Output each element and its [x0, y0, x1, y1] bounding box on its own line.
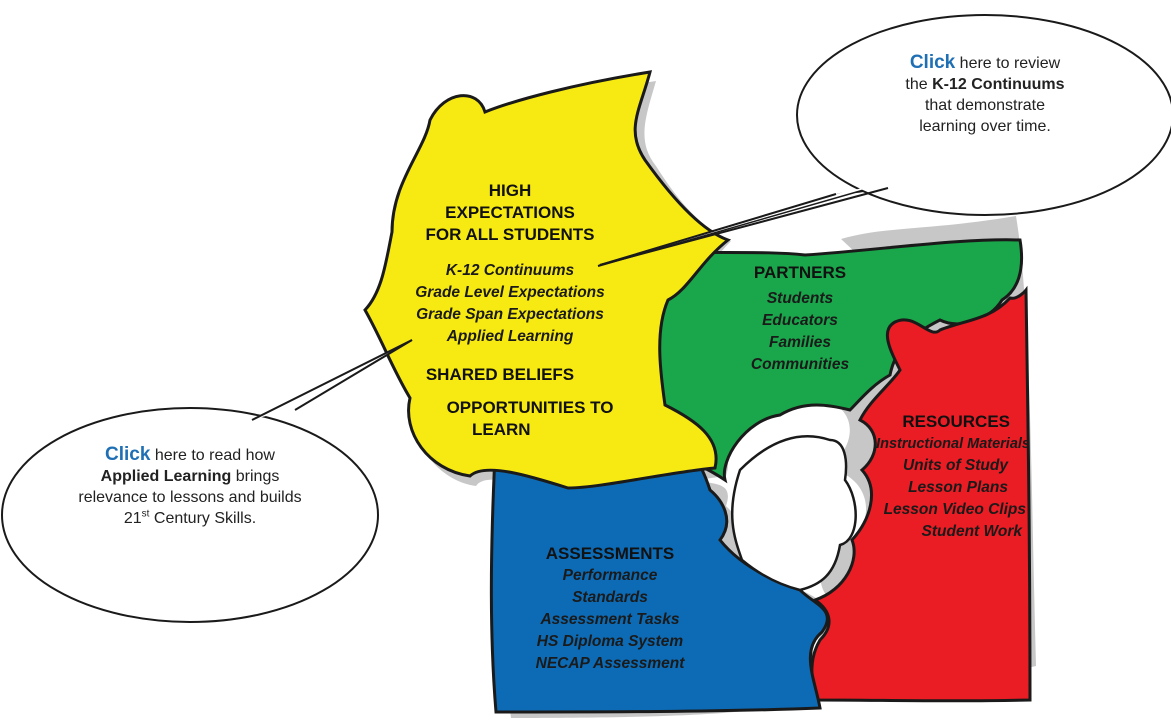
white-gap-knob [730, 435, 857, 592]
callout-top-text[interactable]: Click here to review the K-12 Continuums… [905, 52, 1065, 135]
opportunities-label: OPPORTUNITIES TO LEARN [446, 398, 614, 439]
yellow-piece-heading: HIGH EXPECTATIONS FOR ALL STUDENTS [425, 181, 595, 244]
green-piece-text: PARTNERS Students Educators Families Com… [720, 262, 880, 376]
blue-piece-text: ASSESSMENTS Performance Standards Assess… [515, 543, 705, 675]
yellow-piece-items: K-12 Continuums Grade Level Expectations… [380, 260, 640, 348]
yellow-puzzle-piece [363, 70, 732, 490]
resources-heading: RESOURCES [902, 412, 1010, 431]
assessments-heading: ASSESSMENTS [545, 544, 675, 563]
click-link-left[interactable]: Click [105, 444, 151, 465]
callout-left-text[interactable]: Click here to read how Applied Learning … [78, 444, 302, 527]
partners-heading: PARTNERS [753, 263, 847, 282]
applied-learning-link[interactable]: Applied Learning [446, 328, 574, 345]
callout-left-bubble[interactable] [1, 339, 413, 623]
click-link-top[interactable]: Click [909, 52, 956, 73]
red-puzzle-piece [810, 285, 1032, 703]
callout-top-bubble[interactable] [597, 14, 1171, 267]
red-piece-text: RESOURCES Instructional Materials Units … [845, 411, 1030, 543]
shared-beliefs-label: SHARED BELIEFS [425, 365, 575, 384]
k12-continuums-link[interactable]: K-12 Continuums [445, 262, 575, 279]
